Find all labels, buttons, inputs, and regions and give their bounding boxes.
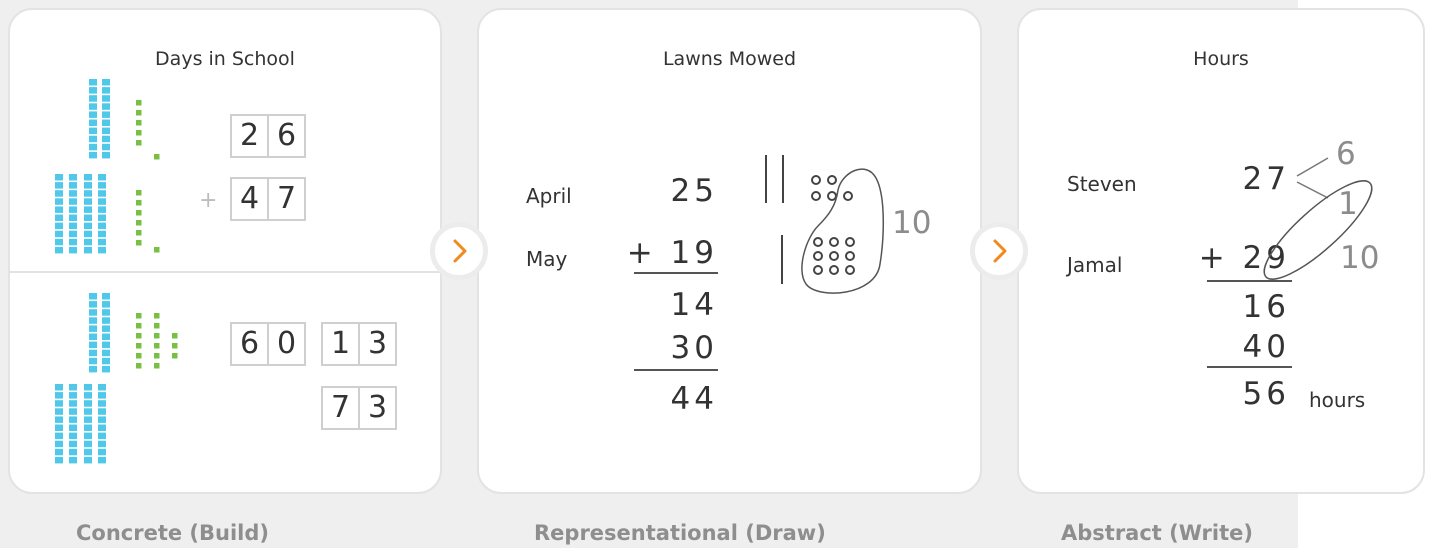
regroup-loop	[1253, 168, 1384, 291]
next-step-button[interactable]	[970, 222, 1028, 280]
footer-label-representational: Representational (Draw)	[534, 521, 826, 545]
footer-label-abstract: Abstract (Write)	[1061, 521, 1253, 545]
chevron-right-icon	[975, 227, 1023, 275]
chevron-right-icon	[435, 227, 483, 275]
next-step-button[interactable]	[430, 222, 488, 280]
footer-label-concrete: Concrete (Build)	[76, 521, 269, 545]
